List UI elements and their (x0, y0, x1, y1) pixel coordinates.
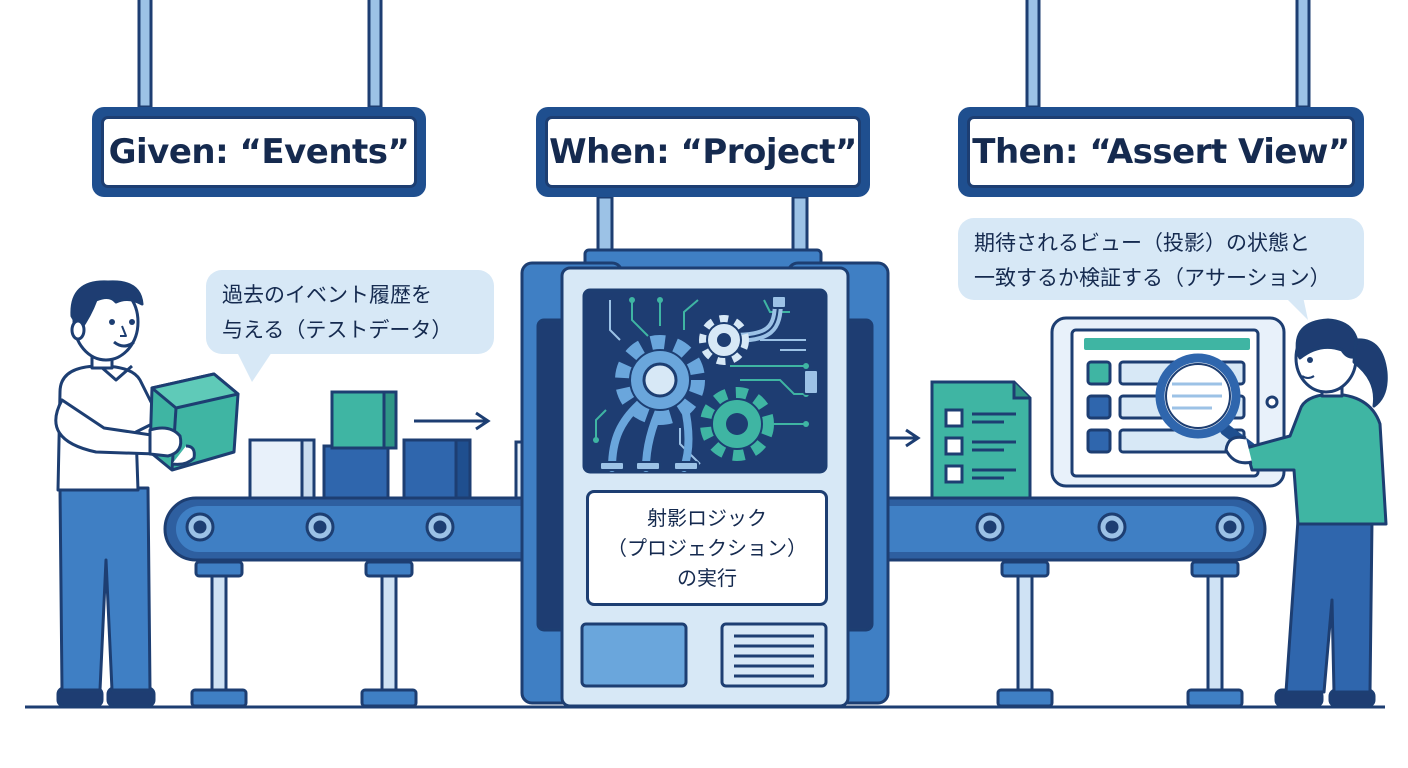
sign-when: When: “Project” (536, 107, 870, 197)
gear-teal-icon (700, 387, 774, 461)
speech-bubble-given: 過去のイベント履歴を 与える（テストデータ） (206, 270, 494, 354)
vent-slots (734, 634, 814, 678)
event-boxes (248, 390, 564, 500)
speech-bubble-then: 期待されるビュー（投影）の状態と 一致するか検証する（アサーション） (958, 218, 1364, 300)
sign-given-label: Given: “Events” (101, 116, 417, 188)
sign-then: Then: “Assert View” (958, 107, 1364, 197)
bubble-then-line-2: 一致するか検証する（アサーション） (974, 266, 1331, 290)
bubble-given-line-1: 過去のイベント履歴を (222, 283, 432, 307)
gear-small-icon (699, 315, 749, 365)
bubble-then-line-1: 期待されるビュー（投影）の状態と (974, 231, 1310, 255)
gear-large-icon (615, 335, 705, 425)
sign-when-label: When: “Project” (545, 116, 861, 188)
machine-label-line-1: 射影ロジック (647, 506, 767, 530)
machine-label-line-2: （プロジェクション） (607, 536, 807, 560)
circuit-lines (593, 297, 809, 465)
person-left (54, 280, 240, 708)
pipe-clamps (599, 295, 819, 471)
sign-then-label: Then: “Assert View” (967, 116, 1355, 188)
machine-label-line-3: の実行 (677, 566, 737, 590)
sign-given: Given: “Events” (92, 107, 426, 197)
conveyor-legs (190, 558, 1244, 708)
projection-machine (520, 248, 890, 708)
machine-label: 射影ロジック （プロジェクション） の実行 (586, 490, 828, 606)
magnifying-glass-icon (1155, 353, 1256, 454)
person-right (1224, 318, 1388, 708)
bubble-given-line-2: 与える（テストデータ） (222, 318, 453, 342)
document-icon (930, 380, 1032, 500)
